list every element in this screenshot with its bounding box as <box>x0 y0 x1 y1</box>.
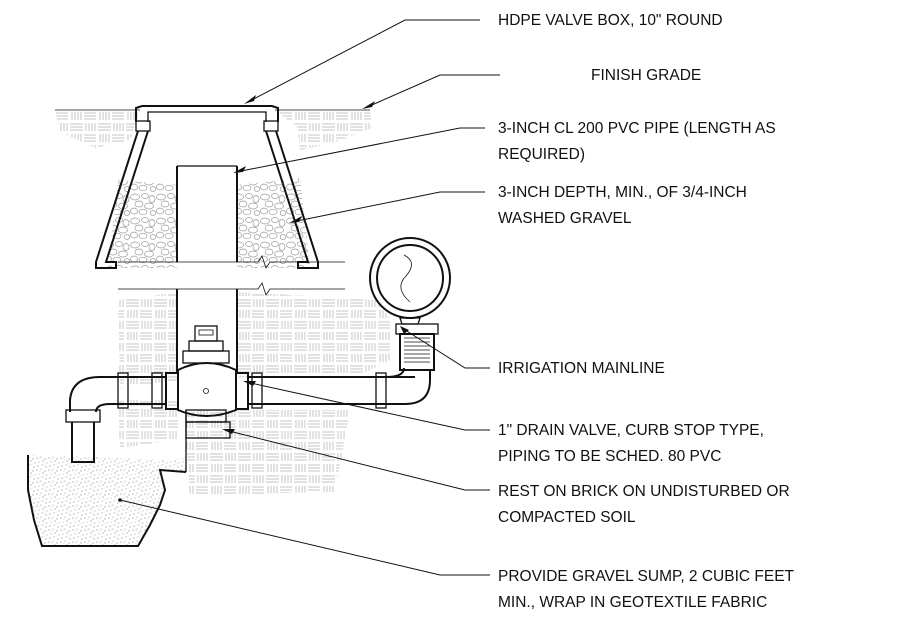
label-pvc-pipe-line1: 3-INCH CL 200 PVC PIPE (LENGTH AS <box>498 120 776 137</box>
label-gravel-line1: 3-INCH DEPTH, MIN., OF 3/4-INCH <box>498 184 747 201</box>
label-sump-line2: MIN., WRAP IN GEOTEXTILE FABRIC <box>498 594 767 611</box>
label-drain-valve-line2: PIPING TO BE SCHED. 80 PVC <box>498 448 721 465</box>
soil-hatch <box>55 110 390 495</box>
leader-lines <box>118 19 500 576</box>
label-brick-line1: REST ON BRICK ON UNDISTURBED OR <box>498 483 790 500</box>
gravel-sump <box>28 455 186 546</box>
label-finish-grade: FINISH GRADE <box>591 67 701 84</box>
washed-gravel <box>108 178 310 268</box>
drain-valve <box>165 325 249 423</box>
label-drain-valve-line1: 1" DRAIN VALVE, CURB STOP TYPE, <box>498 422 764 439</box>
label-brick-line2: COMPACTED SOIL <box>498 509 636 526</box>
sump-outline <box>27 455 187 547</box>
irrigation-mainline <box>369 237 451 325</box>
label-sump-line1: PROVIDE GRAVEL SUMP, 2 CUBIC FEET <box>498 568 795 585</box>
label-pvc-pipe-line2: REQUIRED) <box>498 146 585 163</box>
label-mainline: IRRIGATION MAINLINE <box>498 360 665 377</box>
label-valve-box: HDPE VALVE BOX, 10" ROUND <box>498 12 723 29</box>
horizontal-piping <box>65 323 439 463</box>
label-gravel-line2: WASHED GRAVEL <box>498 210 632 227</box>
pvc-riser-pipe <box>118 165 345 372</box>
